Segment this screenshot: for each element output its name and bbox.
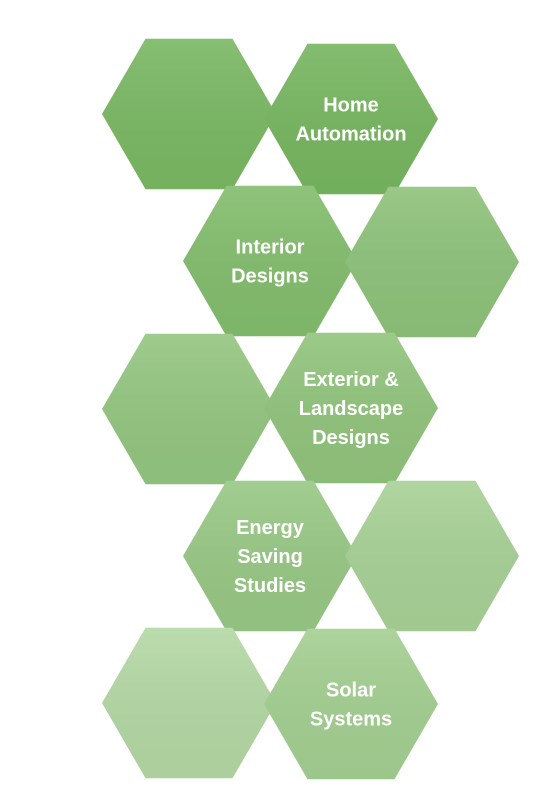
hexagon-shade — [183, 480, 357, 632]
hexagon-shade — [345, 480, 519, 632]
hexagon-label-line: Studies — [234, 575, 306, 597]
hexagon-label-line: Saving — [237, 546, 303, 568]
hexagon-shade — [102, 627, 276, 779]
hexagon-shade — [183, 185, 357, 337]
hexagon-blank — [102, 333, 276, 485]
hexagon-label-line: Landscape — [299, 398, 403, 420]
hexagon-shade — [264, 628, 438, 780]
hexagon-label-line: Designs — [231, 266, 309, 288]
hexagon-label-line: Automation — [295, 124, 406, 146]
hexagon-label-line: Interior — [236, 237, 305, 259]
hexagon-label-line: Designs — [312, 427, 390, 449]
hexagon-label-line: Home — [323, 95, 379, 117]
hexagon-blank — [102, 627, 276, 779]
hexagon-label-line: Exterior & — [303, 369, 399, 391]
hexagon-shade — [102, 38, 276, 190]
hexagon-label-line: Energy — [236, 517, 305, 539]
hexagon-shade — [345, 186, 519, 338]
hexagon-label-line: Systems — [310, 709, 392, 731]
hexagon-shade — [264, 332, 438, 484]
hexagon-shade — [264, 43, 438, 195]
hexagon-blank — [102, 38, 276, 190]
hexagon-blank — [345, 186, 519, 338]
hexagon-label-line: Solar — [326, 680, 376, 702]
hexagon-blank — [345, 480, 519, 632]
hexagon-shade — [102, 333, 276, 485]
